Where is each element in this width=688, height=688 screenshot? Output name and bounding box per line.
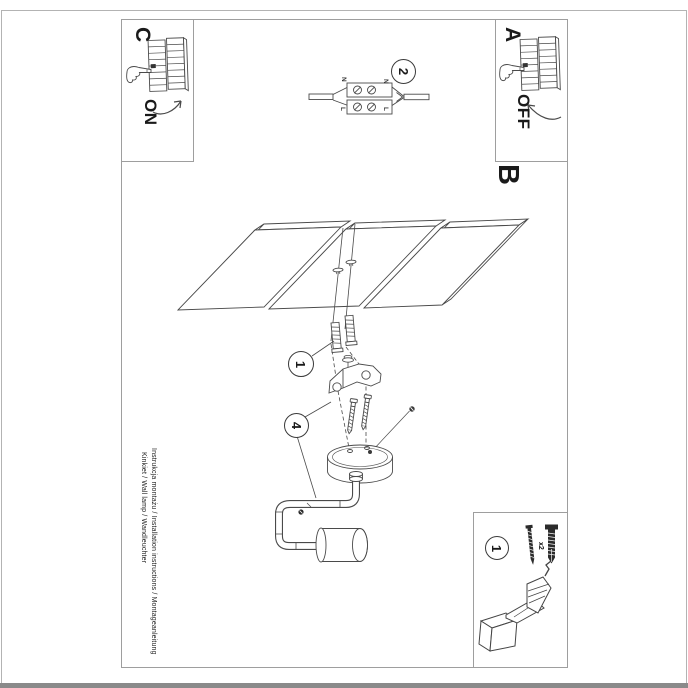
on-arrow-icon <box>152 100 182 115</box>
mounting-bracket-icon <box>328 363 382 394</box>
page-bottom-edge <box>0 683 688 688</box>
live-label-right: L <box>382 107 389 111</box>
terminal-connector-icon <box>308 82 430 115</box>
neutral-label-right: N <box>382 79 389 84</box>
screw-part-icon <box>525 524 535 565</box>
drill-icon <box>478 560 552 652</box>
step-2-number: 2 <box>395 67 411 76</box>
on-label: ON <box>141 99 160 126</box>
set-screw-icon <box>371 406 415 452</box>
parts-step-1-badge: 1 <box>485 536 509 560</box>
pointing-hand-icon <box>499 64 525 82</box>
step-a-label: A <box>501 27 524 43</box>
step-4-badge: 4 <box>284 413 309 438</box>
caption-product: Kinkiet / Wall lamp / Wandleuchter <box>140 452 147 564</box>
off-label: OFF <box>514 94 533 130</box>
step-2-badge: 2 <box>391 59 416 84</box>
wall-panels <box>176 218 530 311</box>
step-4-number: 4 <box>288 421 304 430</box>
fuse-panel-icon <box>147 37 189 93</box>
fuse-panel-icon <box>519 36 561 92</box>
caption-instructions: Instrukcja montażu / Installation instru… <box>150 448 157 655</box>
machine-screw-icon <box>345 394 372 435</box>
canopy <box>327 444 393 484</box>
quantity-label: x2 <box>537 542 544 550</box>
flange-screw-icon <box>342 354 354 367</box>
neutral-label-left: N <box>340 77 347 82</box>
lamp-arm <box>275 479 360 550</box>
live-label-left: L <box>339 107 346 111</box>
pointing-hand-icon <box>126 66 152 84</box>
callout-4-leaders <box>296 401 332 499</box>
anchor-part-icon <box>545 524 558 564</box>
callout-1-leader <box>311 340 335 357</box>
step-b-label: B <box>492 164 524 185</box>
canopy-stem-flange <box>349 471 363 482</box>
parts-step-1-number: 1 <box>489 544 505 552</box>
step-c-label: C <box>131 27 154 43</box>
step-1-number: 1 <box>293 360 309 368</box>
lamp-shade <box>315 527 368 563</box>
step-1-badge: 1 <box>288 351 314 377</box>
wall-anchor-icon <box>329 314 358 353</box>
off-arrow-icon <box>527 104 562 120</box>
wall-fixing-lines <box>330 223 367 449</box>
